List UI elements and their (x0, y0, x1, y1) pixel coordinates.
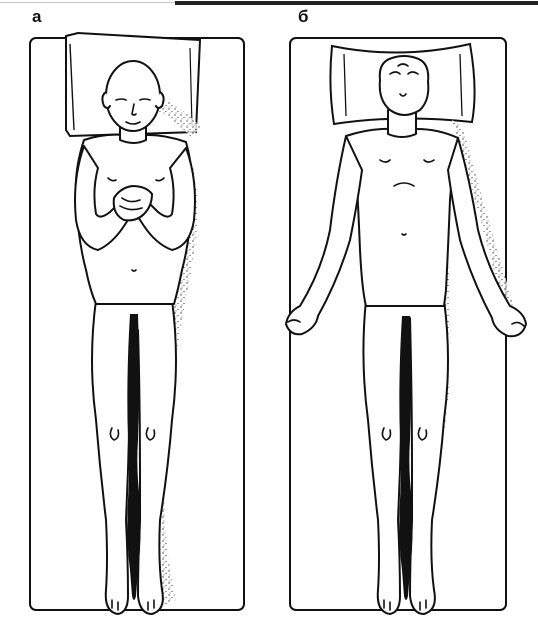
panel-a (30, 33, 244, 614)
panel-b (286, 38, 526, 614)
